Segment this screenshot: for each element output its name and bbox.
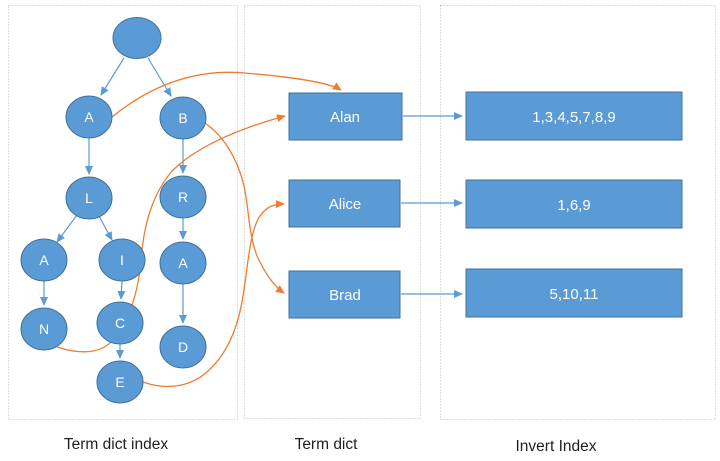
postings-arrows: [401, 112, 463, 298]
tree-edge-l-i: [98, 215, 113, 241]
pointer-a-to-alan: [111, 71, 342, 118]
svg-text:Brad: Brad: [329, 287, 361, 304]
svg-text:C: C: [115, 315, 125, 331]
invert-index-boxes: 1,3,4,5,7,8,9 1,6,9 5,10,11: [465, 91, 683, 318]
caption-invert-index: Invert Index: [516, 438, 597, 455]
tree-node-d: D: [159, 325, 207, 369]
term-dict-boxes: Alan Alice Brad: [288, 92, 403, 319]
caption-term-dict: Term dict: [295, 436, 359, 453]
svg-text:I: I: [120, 252, 124, 268]
tree-edges: [40, 57, 187, 359]
svg-text:A: A: [178, 255, 188, 271]
svg-text:A: A: [84, 109, 94, 125]
svg-text:D: D: [178, 339, 188, 355]
svg-text:1,3,4,5,7,8,9: 1,3,4,5,7,8,9: [532, 109, 615, 126]
tree-edge-root-b: [147, 57, 172, 97]
panel-term-dict: [244, 5, 421, 419]
caption-term-dict-index: Term dict index: [64, 436, 168, 453]
svg-text:Alan: Alan: [330, 109, 360, 126]
tree-node-i: I: [98, 238, 146, 282]
tree-nodes: A B L R A I A N: [20, 17, 207, 404]
postings-box-brad: 5,10,11: [465, 268, 683, 318]
svg-text:5,10,11: 5,10,11: [550, 286, 599, 303]
tree-node-e: E: [96, 360, 144, 404]
tree-edge-l-a2: [56, 214, 78, 243]
pointer-b-to-brad: [204, 122, 285, 294]
svg-text:B: B: [178, 110, 187, 126]
tree-edge-root-a1: [100, 57, 125, 96]
tree-node-c: C: [96, 301, 144, 345]
tree-node-b: B: [159, 96, 207, 140]
tree-node-l: L: [65, 176, 113, 220]
svg-text:N: N: [39, 321, 49, 337]
svg-text:1,6,9: 1,6,9: [557, 197, 590, 214]
svg-text:A: A: [39, 252, 49, 268]
term-box-brad: Brad: [288, 270, 401, 319]
panel-invert-index: [440, 5, 716, 420]
tree-node-root: [112, 17, 162, 59]
tree-node-a2: A: [20, 238, 68, 282]
postings-box-alice: 1,6,9: [465, 179, 683, 229]
svg-text:E: E: [115, 374, 124, 390]
postings-box-alan: 1,3,4,5,7,8,9: [465, 91, 683, 141]
panel-term-dict-index: [8, 5, 238, 420]
tree-edge-i-c: [117, 280, 126, 300]
term-box-alan: Alan: [288, 92, 403, 141]
pointer-e-to-alice: [142, 200, 285, 388]
svg-text:Alice: Alice: [329, 196, 362, 213]
tree-node-r: R: [159, 175, 207, 219]
svg-text:R: R: [178, 189, 188, 205]
svg-text:L: L: [85, 190, 93, 206]
tree-node-a1: A: [65, 95, 113, 139]
tree-node-n: N: [20, 307, 68, 351]
tree-node-a3: A: [159, 241, 207, 285]
term-box-alice: Alice: [288, 179, 401, 228]
